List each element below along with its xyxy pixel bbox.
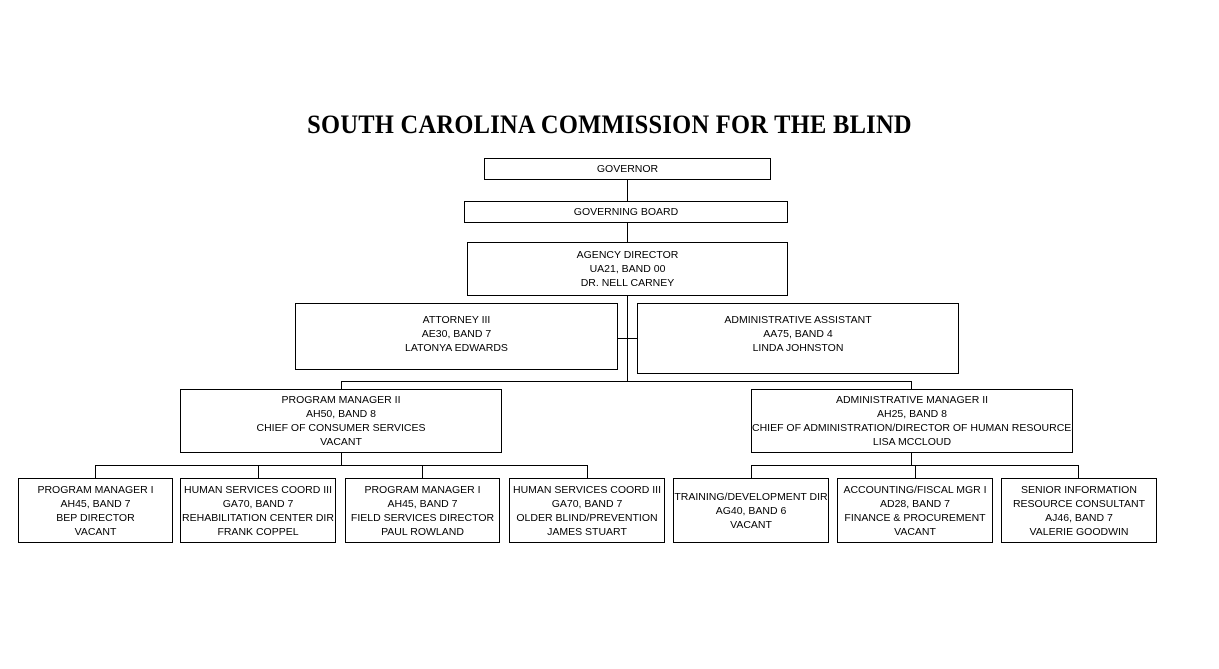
node-program-manager-ii-line1: PROGRAM MANAGER II [281, 394, 401, 406]
node-governor-line1: GOVERNOR [596, 163, 659, 175]
node-attorney-iii-line3: LATONYA EDWARDS [405, 342, 508, 354]
node-administrative-manager-ii-line3: CHIEF OF ADMINISTRATION/DIRECTOR OF HUMA… [752, 422, 1073, 434]
connector-bar-to-field-services-director [422, 465, 423, 478]
node-field-services-director[interactable]: PROGRAM MANAGER I AH45, BAND 7 FIELD SER… [345, 478, 500, 543]
connector-spine-to-administrative-assistant [627, 338, 638, 339]
node-field-services-director-line4: PAUL ROWLAND [381, 525, 464, 538]
node-administrative-assistant[interactable]: ADMINISTRATIVE ASSISTANT AA75, BAND 4 LI… [637, 303, 959, 374]
node-administrative-manager-ii[interactable]: ADMINISTRATIVE MANAGER II AH25, BAND 8 C… [751, 389, 1073, 453]
node-older-blind-prevention-line1: HUMAN SERVICES COORD III [513, 483, 661, 496]
node-administrative-manager-ii-line4: LISA MCCLOUD [872, 436, 952, 448]
node-training-development-dir[interactable]: TRAINING/DEVELOPMENT DIR AG40, BAND 6 VA… [673, 478, 829, 543]
connector-bar-to-senior-information-resource-consultant [1078, 465, 1079, 478]
node-rehabilitation-center-dir-line2: GA70, BAND 7 [222, 497, 294, 510]
node-older-blind-prevention-line3: OLDER BLIND/PREVENTION [516, 511, 658, 524]
node-agency-director-line3: DR. NELL CARNEY [580, 277, 675, 289]
node-bep-director[interactable]: PROGRAM MANAGER I AH45, BAND 7 BEP DIREC… [18, 478, 173, 543]
node-older-blind-prevention-line4: JAMES STUART [547, 525, 627, 538]
node-attorney-iii[interactable]: ATTORNEY III AE30, BAND 7 LATONYA EDWARD… [295, 303, 618, 370]
node-bep-director-line1: PROGRAM MANAGER I [37, 483, 154, 496]
node-accounting-fiscal-mgr-line1: ACCOUNTING/FISCAL MGR I [843, 483, 987, 496]
node-accounting-fiscal-mgr-line3: FINANCE & PROCUREMENT [844, 511, 986, 524]
node-accounting-fiscal-mgr[interactable]: ACCOUNTING/FISCAL MGR I AD28, BAND 7 FIN… [837, 478, 993, 543]
connector-administrative-manager-ii-stem [911, 453, 912, 465]
connector-program-manager-ii-stem [341, 453, 342, 465]
node-senior-information-resource-consultant-line1: SENIOR INFORMATION [1021, 483, 1137, 496]
connector-bar-to-rehabilitation-center-dir [258, 465, 259, 478]
node-rehabilitation-center-dir[interactable]: HUMAN SERVICES COORD III GA70, BAND 7 RE… [180, 478, 336, 543]
node-program-manager-ii-line4: VACANT [320, 436, 362, 448]
connector-governing-board-to-agency-director [627, 223, 628, 242]
node-governing-board[interactable]: GOVERNING BOARD [464, 201, 788, 223]
connector-bar-to-training-development-dir [751, 465, 752, 478]
node-program-manager-ii[interactable]: PROGRAM MANAGER II AH50, BAND 8 CHIEF OF… [180, 389, 502, 453]
node-accounting-fiscal-mgr-line2: AD28, BAND 7 [879, 497, 951, 510]
node-administrative-manager-ii-line1: ADMINISTRATIVE MANAGER II [835, 394, 989, 406]
node-program-manager-ii-line2: AH50, BAND 8 [305, 408, 377, 420]
node-rehabilitation-center-dir-line1: HUMAN SERVICES COORD III [184, 483, 332, 496]
connector-bar-to-bep-director [95, 465, 96, 478]
node-older-blind-prevention[interactable]: HUMAN SERVICES COORD III GA70, BAND 7 OL… [509, 478, 665, 543]
node-senior-information-resource-consultant-line3: AJ46, BAND 7 [1045, 511, 1113, 524]
node-bep-director-line3: BEP DIRECTOR [56, 511, 135, 524]
node-field-services-director-line1: PROGRAM MANAGER I [364, 483, 481, 496]
node-agency-director-line1: AGENCY DIRECTOR [576, 249, 679, 261]
node-older-blind-prevention-line2: GA70, BAND 7 [551, 497, 623, 510]
node-attorney-iii-line2: AE30, BAND 7 [421, 328, 492, 340]
node-governor[interactable]: GOVERNOR [484, 158, 771, 180]
node-administrative-manager-ii-line2: AH25, BAND 8 [876, 408, 948, 420]
node-administrative-assistant-line2: AA75, BAND 4 [763, 328, 833, 340]
connector-bar-to-accounting-fiscal-mgr [915, 465, 916, 478]
node-attorney-iii-line1: ATTORNEY III [422, 314, 491, 326]
connector-bar-to-administrative-manager-ii [911, 381, 912, 389]
node-training-development-dir-line3: VACANT [730, 518, 772, 531]
connector-manager-distribution-bar [341, 381, 912, 382]
connector-bar-to-older-blind-prevention [587, 465, 588, 478]
node-bep-director-line4: VACANT [74, 525, 117, 538]
node-administrative-assistant-line3: LINDA JOHNSTON [752, 342, 844, 354]
node-agency-director[interactable]: AGENCY DIRECTOR UA21, BAND 00 DR. NELL C… [467, 242, 788, 296]
node-field-services-director-line3: FIELD SERVICES DIRECTOR [350, 511, 495, 524]
node-senior-information-resource-consultant[interactable]: SENIOR INFORMATION RESOURCE CONSULTANT A… [1001, 478, 1157, 543]
node-senior-information-resource-consultant-line2: RESOURCE CONSULTANT [1012, 497, 1146, 510]
node-senior-information-resource-consultant-line4: VALERIE GOODWIN [1029, 525, 1129, 538]
node-agency-director-line2: UA21, BAND 00 [589, 263, 666, 275]
connector-bar-to-program-manager-ii [341, 381, 342, 389]
node-training-development-dir-line1: TRAINING/DEVELOPMENT DIR [674, 490, 828, 503]
node-rehabilitation-center-dir-line3: REHABILITATION CENTER DIR [182, 511, 334, 524]
node-accounting-fiscal-mgr-line4: VACANT [894, 525, 936, 538]
connector-governor-to-governing-board [627, 180, 628, 201]
connector-left-group-distribution-bar [95, 465, 588, 466]
node-field-services-director-line2: AH45, BAND 7 [387, 497, 458, 510]
node-governing-board-line1: GOVERNING BOARD [573, 206, 679, 218]
connector-spine-to-attorney-iii [617, 338, 628, 339]
node-administrative-assistant-line1: ADMINISTRATIVE ASSISTANT [724, 314, 872, 326]
node-bep-director-line2: AH45, BAND 7 [60, 497, 131, 510]
node-rehabilitation-center-dir-line4: FRANK COPPEL [217, 525, 299, 538]
node-training-development-dir-line2: AG40, BAND 6 [715, 504, 787, 517]
node-program-manager-ii-line3: CHIEF OF CONSUMER SERVICES [256, 422, 426, 434]
page-title: SOUTH CAROLINA COMMISSION FOR THE BLIND [307, 110, 912, 139]
